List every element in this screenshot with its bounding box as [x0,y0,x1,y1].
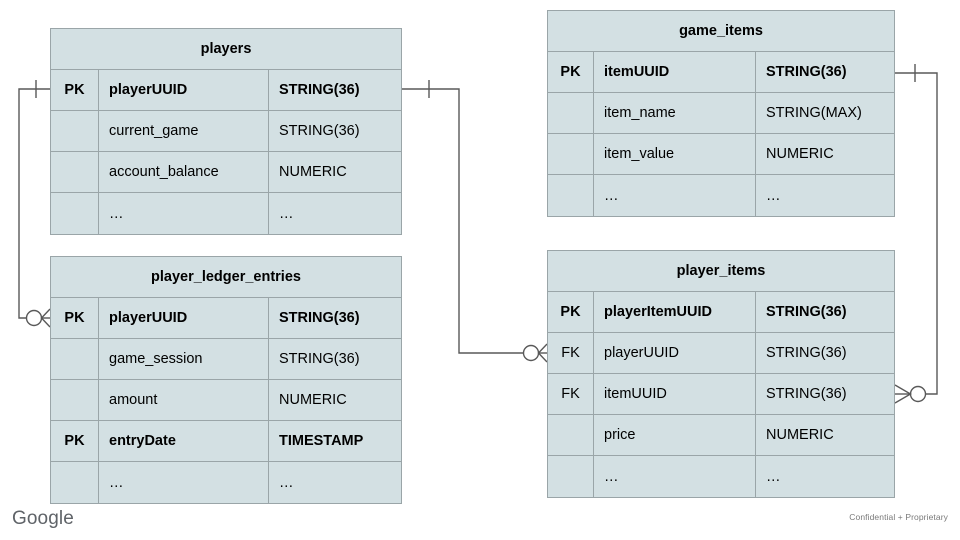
cardinality-many-crowsfoot [537,343,548,363]
column-name: itemUUID [594,52,756,92]
column-key-badge: FK [548,333,594,373]
column-name: … [594,175,756,216]
column-name: account_balance [99,152,269,192]
entity-row[interactable]: item_name STRING(MAX) [548,93,894,134]
connector-line [18,88,50,319]
column-name: item_value [594,134,756,174]
entity-row[interactable]: current_game STRING(36) [51,111,401,152]
column-key-badge: PK [51,421,99,461]
column-type: NUMERIC [766,146,834,162]
column-name: game_session [99,339,269,379]
column-name: price [594,415,756,455]
entity-title-player_ledger_entries: player_ledger_entries [51,257,401,298]
relationship-game-items-to-player-items [894,64,938,404]
cardinality-many-crowsfoot [40,308,51,328]
entity-title-game_items: game_items [548,11,894,52]
column-type: STRING(36) [766,304,847,320]
column-type: … [766,187,781,204]
column-name: playerUUID [99,70,269,110]
entity-row[interactable]: price NUMERIC [548,415,894,456]
column-name: playerUUID [594,333,756,373]
entity-row[interactable]: …… [548,456,894,497]
column-key-badge: PK [548,292,594,332]
column-type: NUMERIC [279,164,347,180]
column-key-badge: PK [548,52,594,92]
column-name: playerUUID [99,298,269,338]
column-key-badge [548,134,594,174]
column-key-badge [548,415,594,455]
confidentiality-notice: Confidential + Proprietary [849,512,948,522]
column-type: STRING(36) [279,123,360,139]
column-name: current_game [99,111,269,151]
column-key-badge [548,456,594,497]
column-key-badge [548,175,594,216]
column-key-badge: FK [548,374,594,414]
column-type: TIMESTAMP [279,433,364,449]
column-type: STRING(36) [766,64,847,80]
cardinality-zero-circle [909,385,927,403]
column-name: amount [99,380,269,420]
column-type: STRING(36) [279,351,360,367]
column-key-badge [51,152,99,192]
column-key-badge [51,111,99,151]
relationship-players-to-ledger [18,80,51,328]
column-key-badge [51,462,99,503]
cardinality-zero-circle [522,344,540,362]
column-type: … [279,205,294,222]
column-type: … [766,468,781,485]
column-name: … [99,462,269,503]
column-type: STRING(36) [766,386,847,402]
column-name: entryDate [99,421,269,461]
entity-title-players: players [51,29,401,70]
google-logo: Google [12,508,74,529]
entity-title-player_items: player_items [548,251,894,292]
connector-line [402,88,530,354]
cardinality-zero-circle [25,309,43,327]
column-type: … [279,474,294,491]
column-name: playerItemUUID [594,292,756,332]
column-type: STRING(36) [279,82,360,98]
relationship-players-to-player-items [402,80,548,363]
column-key-badge [51,380,99,420]
column-name: … [99,193,269,234]
column-type: STRING(36) [766,345,847,361]
entity-row[interactable]: …… [51,193,401,234]
column-type: STRING(MAX) [766,105,862,121]
column-name: itemUUID [594,374,756,414]
column-key-badge [51,339,99,379]
column-name: … [594,456,756,497]
entity-row[interactable]: game_session STRING(36) [51,339,401,380]
entity-row[interactable]: …… [548,175,894,216]
column-key-badge [51,193,99,234]
column-key-badge: PK [51,298,99,338]
entity-row[interactable]: …… [51,462,401,503]
entity-row[interactable]: account_balance NUMERIC [51,152,401,193]
cardinality-many-crowsfoot [894,384,912,404]
column-key-badge [548,93,594,133]
column-name: item_name [594,93,756,133]
column-type: NUMERIC [279,392,347,408]
column-type: NUMERIC [766,427,834,443]
entity-row[interactable]: amount NUMERIC [51,380,401,421]
entity-row[interactable]: item_value NUMERIC [548,134,894,175]
connector-line [895,72,938,395]
column-type: STRING(36) [279,310,360,326]
column-key-badge: PK [51,70,99,110]
